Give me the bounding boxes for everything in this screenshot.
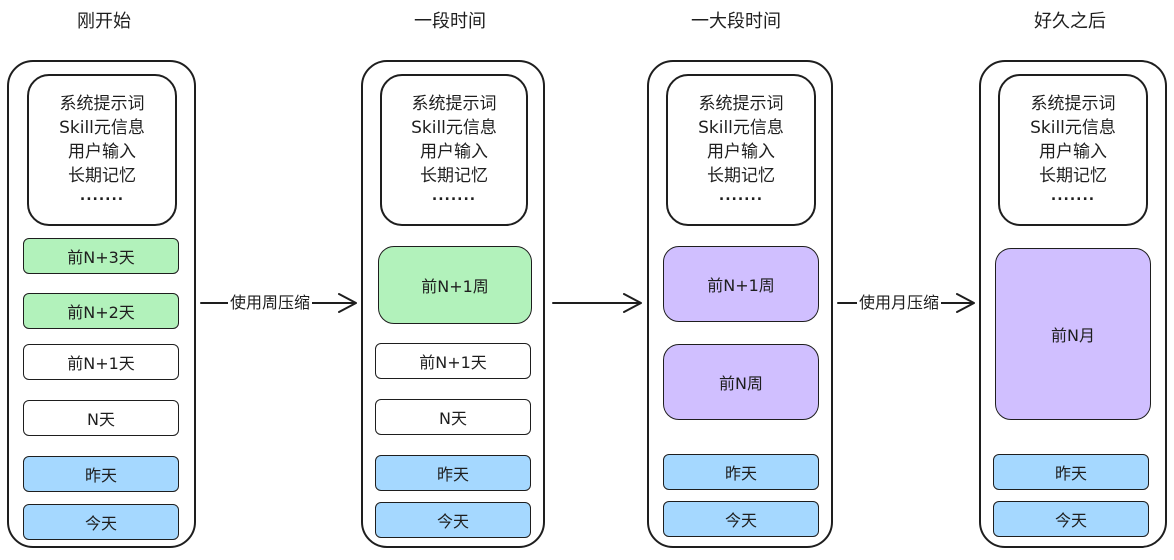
stage-3-block-n-plus-1-weeks: 前N+1周	[663, 246, 819, 322]
user-input-label: 用户输入	[1039, 142, 1107, 162]
transition-arrow-2	[552, 293, 642, 313]
stage-2-block-n-days: N天	[375, 399, 531, 435]
ellipsis-label: .......	[1050, 188, 1096, 204]
stage-4-block-yesterday: 昨天	[993, 454, 1149, 490]
skill-meta-label: Skill元信息	[698, 118, 784, 138]
user-input-label: 用户输入	[707, 142, 775, 162]
stage-2-context-column: 系统提示词 Skill元信息 用户输入 长期记忆 ....... 前N+1周 前…	[361, 60, 545, 548]
long-term-memory-label: 长期记忆	[707, 166, 775, 186]
ellipsis-label: .......	[718, 188, 764, 204]
transition-label-weekly-compress: 使用周压缩	[228, 292, 313, 314]
stage-3-fixed-prompt-box: 系统提示词 Skill元信息 用户输入 长期记忆 .......	[666, 74, 816, 226]
stage-4-fixed-prompt-box: 系统提示词 Skill元信息 用户输入 长期记忆 .......	[998, 74, 1148, 226]
system-prompt-label: 系统提示词	[59, 94, 145, 114]
stage-2-fixed-prompt-box: 系统提示词 Skill元信息 用户输入 长期记忆 .......	[380, 74, 528, 226]
stage-3-block-n-weeks: 前N周	[663, 344, 819, 420]
stage-4-context-column: 系统提示词 Skill元信息 用户输入 长期记忆 ....... 前N月 昨天 …	[979, 60, 1167, 548]
stage-2-block-n-plus-1-days: 前N+1天	[375, 343, 531, 379]
stage-4-block-n-months: 前N月	[995, 248, 1151, 420]
stage-2-title: 一段时间	[414, 11, 486, 32]
stage-1-block-today: 今天	[23, 504, 179, 540]
stage-3-title: 一大段时间	[691, 11, 781, 32]
stage-4-block-today: 今天	[993, 501, 1149, 537]
stage-4-title: 好久之后	[1034, 11, 1106, 32]
long-term-memory-label: 长期记忆	[68, 166, 136, 186]
ellipsis-label: .......	[431, 188, 477, 204]
stage-1-title: 刚开始	[77, 11, 131, 32]
stage-1-block-n-plus-2-days: 前N+2天	[23, 293, 179, 329]
stage-2-block-today: 今天	[375, 502, 531, 538]
transition-label-monthly-compress: 使用月压缩	[857, 292, 942, 314]
skill-meta-label: Skill元信息	[59, 118, 145, 138]
long-term-memory-label: 长期记忆	[420, 166, 488, 186]
stage-1-block-n-days: N天	[23, 400, 179, 436]
long-term-memory-label: 长期记忆	[1039, 166, 1107, 186]
stage-1-block-n-plus-3-days: 前N+3天	[23, 238, 179, 274]
stage-1-context-column: 系统提示词 Skill元信息 用户输入 长期记忆 ....... 前N+3天 前…	[7, 60, 196, 548]
stage-1-block-n-plus-1-days: 前N+1天	[23, 344, 179, 380]
skill-meta-label: Skill元信息	[1030, 118, 1116, 138]
system-prompt-label: 系统提示词	[698, 94, 784, 114]
stage-3-block-yesterday: 昨天	[663, 454, 819, 490]
system-prompt-label: 系统提示词	[1030, 94, 1116, 114]
stage-1-block-yesterday: 昨天	[23, 456, 179, 492]
stage-2-block-n-plus-1-weeks: 前N+1周	[378, 246, 532, 324]
stage-3-block-today: 今天	[663, 501, 819, 537]
ellipsis-label: .......	[79, 188, 125, 204]
system-prompt-label: 系统提示词	[411, 94, 497, 114]
stage-3-context-column: 系统提示词 Skill元信息 用户输入 长期记忆 ....... 前N+1周 前…	[647, 60, 833, 548]
stage-1-fixed-prompt-box: 系统提示词 Skill元信息 用户输入 长期记忆 .......	[27, 74, 177, 226]
user-input-label: 用户输入	[420, 142, 488, 162]
stage-2-block-yesterday: 昨天	[375, 455, 531, 491]
skill-meta-label: Skill元信息	[411, 118, 497, 138]
user-input-label: 用户输入	[68, 142, 136, 162]
